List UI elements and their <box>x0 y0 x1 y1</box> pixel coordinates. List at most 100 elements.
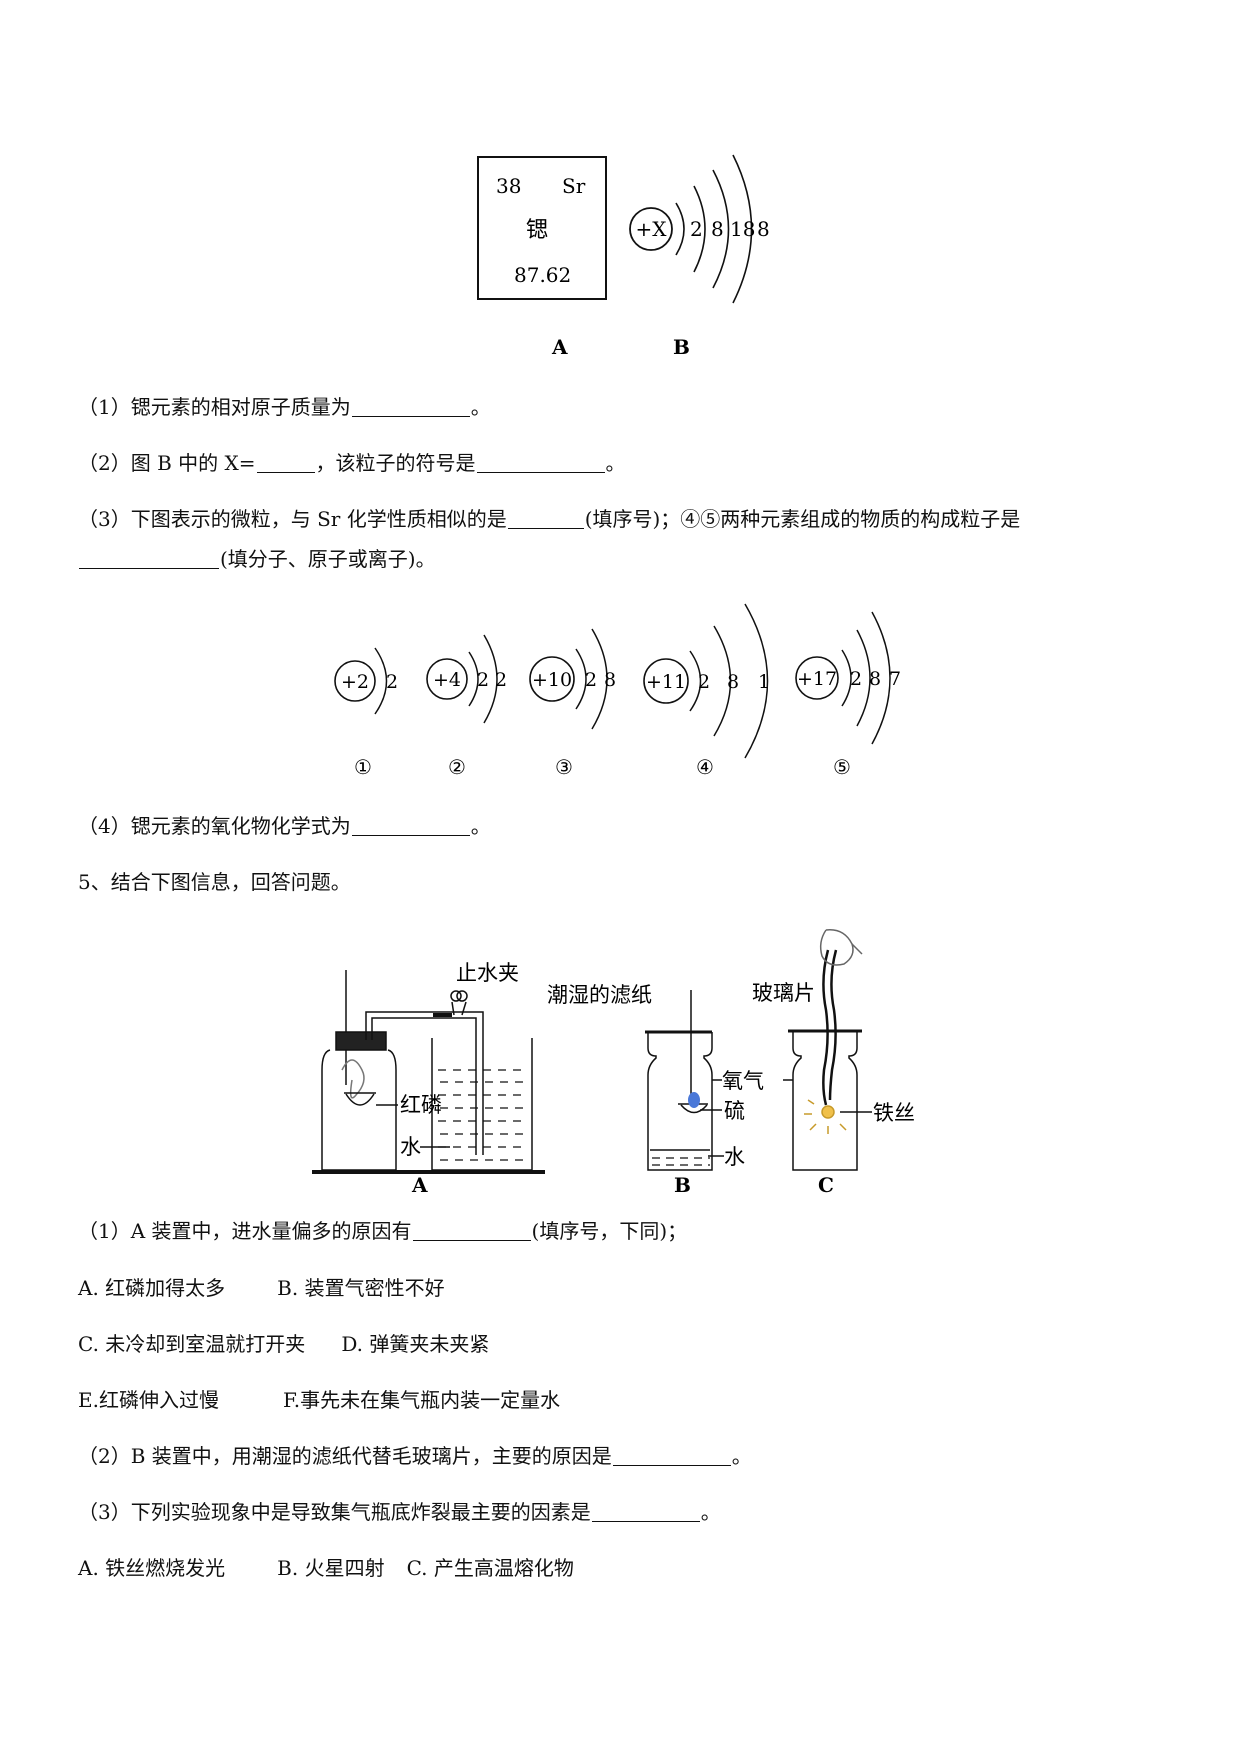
particle-5: +17 2 8 7 ⑤ <box>795 611 901 779</box>
q5-part2: （2）B 装置中，用潮湿的滤纸代替毛玻璃片，主要的原因是 。 <box>78 1443 752 1469</box>
q5-options3: A. 铁丝燃烧发光 B. 火星四射 C. 产生高温熔化物 <box>78 1555 574 1581</box>
option3-b: B. 火星四射 <box>277 1556 385 1580</box>
shell-1-count: 2 <box>690 217 703 241</box>
particle-3-nucleus: +10 <box>532 669 572 691</box>
q4-part2-text-b: ，该粒子的符号是 <box>315 451 476 475</box>
q4-part1-end: 。 <box>470 395 491 419</box>
label-b: B <box>674 1173 691 1197</box>
particle-4-nucleus: +11 <box>646 671 686 693</box>
shell-4-count: 8 <box>757 217 770 241</box>
option3-c: C. 产生高温熔化物 <box>406 1556 574 1580</box>
particle-5-shell-3: 7 <box>889 668 901 690</box>
iron-label: 铁丝 <box>873 1101 915 1125</box>
particle-2-nucleus: +4 <box>433 669 461 691</box>
q5-part1-end: (填序号，下同)； <box>531 1219 688 1243</box>
particle-2-label: ② <box>448 755 466 779</box>
q4-part2-text-a: （2）图 B 中的 X= <box>78 451 256 475</box>
q4-part3: （3）下图表示的微粒，与 Sr 化学性质相似的是 (填序号)；④⑤两种元素组成的物… <box>78 506 1020 532</box>
option-e: E.红磷伸入过慢 <box>78 1388 219 1412</box>
q4-part4-end: 。 <box>470 814 491 838</box>
option3-a: A. 铁丝燃烧发光 <box>78 1556 226 1580</box>
nucleus-charge: +X <box>636 217 668 241</box>
q5-part2-end: 。 <box>731 1444 752 1468</box>
element-number: 38 <box>496 174 521 198</box>
q5-part3: （3）下列实验现象中是导致集气瓶底炸裂最主要的因素是 。 <box>78 1499 721 1525</box>
apparatus-figure: 止水夹 红磷 水 A 潮湿的滤纸 氧气 硫 水 B <box>312 929 915 1197</box>
element-mass: 87.62 <box>514 263 571 287</box>
shell-2-count: 8 <box>711 217 724 241</box>
q5-options-ab: A. 红磷加得太多 B. 装置气密性不好 <box>78 1275 445 1301</box>
particle-2-shell-1: 2 <box>477 669 489 691</box>
answer-blank[interactable] <box>476 452 605 473</box>
particle-4-shell-3: 1 <box>758 671 770 693</box>
glass-label: 玻璃片 <box>752 981 815 1005</box>
q5-options-ef: E.红磷伸入过慢 F.事先未在集气瓶内装一定量水 <box>78 1387 560 1413</box>
option-c: C. 未冷却到室温就打开夹 <box>78 1332 306 1356</box>
option-b: B. 装置气密性不好 <box>277 1276 445 1300</box>
particle-5-shell-1: 2 <box>850 668 862 690</box>
apparatus-b <box>645 990 724 1171</box>
clamp-label: 止水夹 <box>456 961 519 985</box>
oxygen-label: 氧气 <box>722 1069 764 1093</box>
water-label-b: 水 <box>724 1145 745 1169</box>
q4-part4: （4）锶元素的氧化物化学式为 。 <box>78 813 491 839</box>
particle-4-shell-1: 2 <box>698 671 710 693</box>
label-a: A <box>411 1173 428 1197</box>
element-symbol: Sr <box>562 174 586 198</box>
label-a: A <box>551 335 568 359</box>
q5-part3-end: 。 <box>700 1500 721 1524</box>
particle-4-label: ④ <box>696 755 714 779</box>
particle-5-shell-2: 8 <box>869 668 881 690</box>
q4-part2: （2）图 B 中的 X= ，该粒子的符号是 。 <box>78 450 626 476</box>
nucleus-circle <box>629 207 673 251</box>
answer-blank[interactable] <box>79 548 219 569</box>
apparatus-c <box>783 929 872 1171</box>
particle-1-shell: 2 <box>386 671 398 693</box>
answer-blank[interactable] <box>351 815 470 836</box>
option-a: A. 红磷加得太多 <box>78 1276 226 1300</box>
answer-blank[interactable] <box>591 1501 700 1522</box>
particle-4-shell-2: 8 <box>727 671 739 693</box>
label-c: C <box>818 1173 834 1197</box>
label-b: B <box>673 335 690 359</box>
q4-part4-text: （4）锶元素的氧化物化学式为 <box>78 814 351 838</box>
particle-3: +10 2 8 ③ <box>529 628 616 779</box>
q4-part2-end: 。 <box>605 451 626 475</box>
apparatus-a <box>312 970 545 1174</box>
q5-part3-text: （3）下列实验现象中是导致集气瓶底炸裂最主要的因素是 <box>78 1500 591 1524</box>
q4-part3-cont: (填分子、原子或离子)。 <box>78 546 436 572</box>
element-box <box>477 156 607 300</box>
q4-part3-text-b: (填序号)；④⑤两种元素组成的物质的构成粒子是 <box>584 507 1021 531</box>
particle-3-shell-1: 2 <box>585 669 597 691</box>
answer-blank[interactable] <box>612 1445 731 1466</box>
answer-blank[interactable] <box>256 452 315 473</box>
filter-label: 潮湿的滤纸 <box>547 983 652 1007</box>
particle-1: +2 2 ① <box>334 647 398 779</box>
option-f: F.事先未在集气瓶内装一定量水 <box>282 1388 561 1412</box>
particle-1-label: ① <box>354 755 372 779</box>
particle-3-shell-2: 8 <box>604 669 616 691</box>
answer-blank[interactable] <box>412 1220 531 1241</box>
q4-part1: （1）锶元素的相对原子质量为 。 <box>78 394 491 420</box>
q5-title: 5、结合下图信息，回答问题。 <box>78 870 351 894</box>
particle-5-nucleus: +17 <box>797 668 837 690</box>
particle-5-label: ⑤ <box>833 755 851 779</box>
q4-part3-text-a: （3）下图表示的微粒，与 Sr 化学性质相似的是 <box>78 507 507 531</box>
element-name: 锶 <box>526 218 548 243</box>
q4-part1-text: （1）锶元素的相对原子质量为 <box>78 395 351 419</box>
particle-2: +4 2 2 ② <box>426 634 507 779</box>
phosphorus-label: 红磷 <box>400 1093 442 1117</box>
particle-3-label: ③ <box>555 755 573 779</box>
q5-part2-text: （2）B 装置中，用潮湿的滤纸代替毛玻璃片，主要的原因是 <box>78 1444 612 1468</box>
electron-shells <box>675 154 753 304</box>
answer-blank[interactable] <box>351 396 470 417</box>
particle-1-nucleus: +2 <box>341 671 369 693</box>
shell-3-count: 18 <box>730 217 755 241</box>
q4-part3-text-c: (填分子、原子或离子)。 <box>220 547 436 571</box>
spark-icon <box>804 1099 847 1134</box>
answer-blank[interactable] <box>507 508 584 529</box>
particle-4: +11 2 8 1 ④ <box>643 603 770 779</box>
q5-part1: （1）A 装置中，进水量偏多的原因有(填序号，下同)； <box>78 1218 687 1244</box>
particles-figure: +2 2 ① +4 2 2 ② +10 2 8 ③ +11 2 8 1 ④ +1… <box>334 603 901 779</box>
